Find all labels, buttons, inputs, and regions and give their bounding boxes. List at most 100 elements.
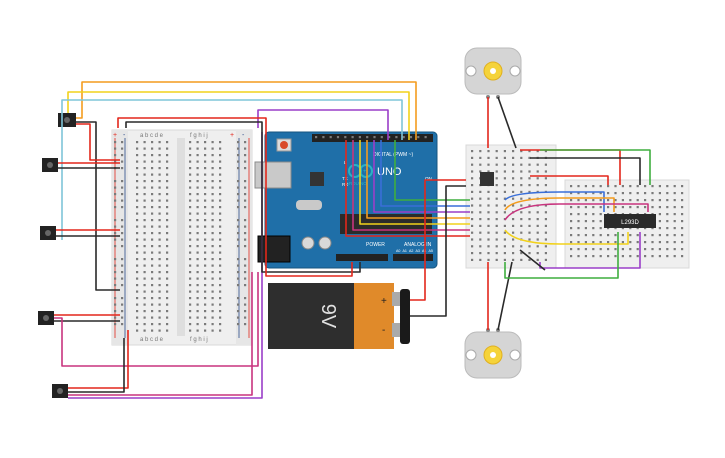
wire-red-rail[interactable] (117, 117, 353, 277)
wire-magenta-sensor5[interactable] (68, 272, 253, 396)
wire-black-mr[interactable] (530, 157, 641, 185)
breadboard-hole (143, 219, 146, 222)
ir-sensor-2[interactable] (42, 158, 58, 172)
breadboard-hole (607, 255, 610, 258)
breadboard-hole (136, 193, 139, 196)
wire-yellow-mr[interactable] (504, 229, 629, 245)
breadboard-hole (503, 163, 506, 166)
wire-green-mr[interactable] (540, 149, 651, 185)
breadboard-hole (570, 227, 573, 230)
breadboard-hole (592, 234, 595, 237)
breadboard-hole (658, 248, 661, 251)
breadboard-hole (599, 241, 602, 244)
ir-sensor-1[interactable] (58, 113, 76, 127)
wire-magenta-d[interactable] (352, 140, 470, 231)
breadboard-hole (666, 185, 669, 188)
breadboard-hole (211, 303, 214, 306)
breadboard-hole (584, 234, 587, 237)
breadboard-hole (584, 255, 587, 258)
wire-orange-d[interactable] (366, 140, 470, 219)
wire-black-motor-bottom[interactable] (497, 261, 513, 331)
breadboard-hole (544, 238, 547, 241)
wire-yellow[interactable] (67, 91, 410, 140)
wire-magenta-mr[interactable] (504, 203, 649, 221)
breadboard-hole (143, 206, 146, 209)
wires (54, 81, 651, 399)
ir-sensor-5[interactable] (52, 384, 68, 398)
breadboard-hole (219, 160, 222, 163)
dc-power-jack (257, 235, 291, 263)
breadboard-hole (666, 206, 669, 209)
breadboard-hole (219, 258, 222, 261)
breadboard-hole (158, 180, 161, 183)
wire-green-mr2[interactable] (504, 232, 619, 279)
breadboard-hole (528, 170, 531, 173)
breadboard-left[interactable]: a b c d e f g h i j a b c d e f g h i j … (111, 129, 253, 346)
breadboard-hole (151, 284, 154, 287)
wire-black-mr2[interactable] (519, 249, 546, 271)
breadboard-hole (151, 232, 154, 235)
breadboard-hole (495, 170, 498, 173)
battery-9v[interactable]: 9V + - (268, 283, 410, 349)
wire-orange-mr[interactable] (504, 197, 615, 212)
breadboard-hole (136, 310, 139, 313)
rail-hole (244, 167, 247, 170)
wire-black-sensor5[interactable] (68, 338, 125, 393)
ir-sensor-4[interactable] (38, 311, 54, 325)
wire-red-sensor1[interactable] (76, 123, 120, 161)
breadboard-hole (143, 154, 146, 157)
breadboard-hole (166, 329, 169, 332)
breadboard-hole (512, 156, 515, 159)
breadboard-hole (471, 238, 474, 241)
breadboard-hole (204, 141, 207, 144)
breadboard-hole (592, 192, 595, 195)
breadboard-hole (219, 238, 222, 241)
wire-orange[interactable] (76, 81, 417, 140)
breadboard-hole (520, 197, 523, 200)
breadboard-hole (487, 204, 490, 207)
wire-purple-d[interactable] (373, 140, 470, 213)
breadboard-hole (495, 224, 498, 227)
arduino-text: ARDUINO (346, 181, 367, 186)
wire-black-rail[interactable] (125, 121, 361, 273)
wire-blue-mr[interactable] (504, 191, 605, 212)
breadboard-hole (528, 204, 531, 207)
rail-hole (114, 141, 117, 144)
power-label: POWER (366, 242, 385, 248)
breadboard-hole (189, 154, 192, 157)
breadboard-hole (136, 271, 139, 274)
breadboard-hole (614, 206, 617, 209)
digital-pin (315, 136, 318, 139)
wire-black-sensor1[interactable] (76, 121, 120, 291)
dc-motor-top[interactable] (464, 47, 522, 99)
breadboard-hole (495, 218, 498, 221)
breadboard-hole (204, 271, 207, 274)
breadboard-hole (166, 154, 169, 157)
wire-red-sensor5[interactable] (68, 330, 129, 389)
wire-green-d[interactable] (394, 140, 470, 201)
breadboard-hole (520, 252, 523, 255)
wire-red-d[interactable] (345, 140, 470, 237)
wire-black-battery[interactable] (410, 185, 466, 317)
breadboard-hole (158, 225, 161, 228)
breadboard-hole (166, 271, 169, 274)
wire-lightblue[interactable] (61, 99, 403, 240)
wire-red-mr2[interactable] (530, 175, 609, 185)
wire-black-motor-top[interactable] (497, 96, 517, 149)
wire-magenta-sensor4[interactable] (54, 272, 259, 367)
breadboard-hole (143, 193, 146, 196)
wire-purple-top[interactable] (257, 109, 389, 140)
dc-motor-bottom[interactable] (464, 328, 522, 379)
breadboard-middle[interactable] (465, 144, 557, 269)
breadboard-hole (495, 190, 498, 193)
breadboard-hole (544, 252, 547, 255)
wire-yellow-d[interactable] (359, 140, 470, 225)
breadboard-hole (211, 186, 214, 189)
wire-red-battery[interactable] (410, 179, 466, 301)
breadboard-right[interactable]: L293D (564, 179, 690, 269)
ir-sensor-3[interactable] (40, 226, 56, 240)
digital-pin (358, 136, 361, 139)
wire-blue-d[interactable] (380, 140, 470, 207)
breadboard-hole (584, 227, 587, 230)
breadboard-hole (471, 204, 474, 207)
